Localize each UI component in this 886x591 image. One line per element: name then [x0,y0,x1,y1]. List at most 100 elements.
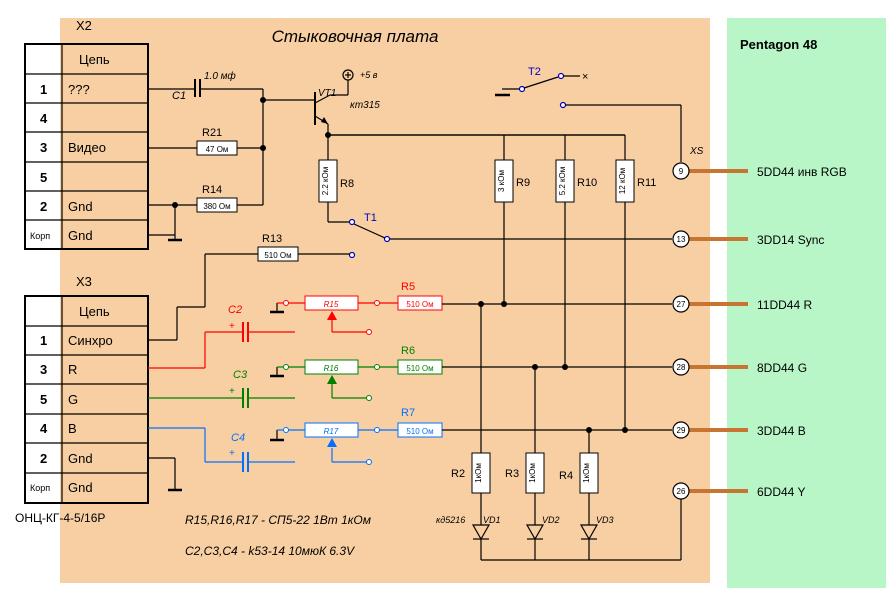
r8-label: R8 [340,178,354,190]
junction-dot [532,364,538,370]
x3-pin: 1 [40,333,47,348]
c2-plus: + [229,321,235,332]
r17-label: R17 [324,427,339,436]
junction-dot [586,427,592,433]
pin-circle [672,162,690,180]
r2-label: R2 [451,468,465,480]
pad [283,427,289,433]
x3-header: Цепь [79,304,110,319]
r15-label: R15 [324,300,339,309]
x3-net: G [68,392,78,407]
t2-label: T2 [528,66,541,78]
r10-resistor [555,159,575,203]
pin-number: 27 [677,300,686,309]
connector-type: ОНЦ-КГ-4-5/16Р [15,511,105,525]
pad [366,459,372,465]
r3-label: R3 [505,468,519,480]
x2-title: X2 [76,18,92,33]
r2-resistor [471,452,491,494]
pin-circle [672,295,690,313]
r21-resistor [196,140,238,156]
r16-wiper [327,375,337,384]
x3-pin: 2 [40,451,47,466]
pentagon-signal: 5DD44 инв RGB [757,165,847,179]
pad [374,427,380,433]
pad [283,300,289,306]
pad [374,300,380,306]
pentagon-panel [727,18,886,588]
t2-open-mark: × [582,71,588,83]
r5-label: R5 [401,281,415,293]
x2-pin: 4 [40,111,48,126]
vd3-diode [579,524,599,541]
c2-label: C2 [228,304,242,316]
r4-label: R4 [559,470,573,482]
pin-number: 28 [677,363,686,372]
r21-value: 47 Ом [206,145,229,154]
junction-dot [260,97,266,103]
r13-value: 510 Ом [264,251,291,260]
r8-wiring [327,202,350,223]
pentagon-signal: 6DD44 Y [757,485,805,499]
r15-wiper [327,311,337,320]
x2-net: Gnd [68,199,93,214]
x3-net: Gnd [68,451,93,466]
r13-label: R13 [262,233,282,245]
r14-label: R14 [202,184,222,196]
x3-pin: 4 [40,421,48,436]
pin-circle [672,358,690,376]
c4-plus: + [229,448,235,459]
rgb-mix-wiring [503,135,626,430]
x3-pin: 5 [40,392,47,407]
pin-number: 26 [677,487,686,496]
panel-title: Pentagon 48 [740,37,817,52]
c1-label: C1 [172,90,186,102]
c3-label: C3 [233,369,248,381]
vd3-label: VD3 [596,515,614,525]
x2-header: Цепь [79,52,110,67]
green-channel-wiring [148,366,398,408]
r6-value: 510 Ом [406,364,433,373]
junction-dot [622,427,628,433]
vd2-diode [525,524,545,541]
r11-value: 12 кОм [618,168,627,194]
pad [374,364,380,370]
junction-dot [478,301,484,307]
r9-value: 3 кОм [497,170,506,192]
sync-wiring [148,253,350,341]
r3-resistor [525,452,545,494]
vt1-label: VT1 [318,88,336,99]
xs-label: XS [689,146,704,157]
r4-value: 1кОм [582,463,591,483]
pin-number: 9 [679,167,684,176]
output-bus [328,134,682,561]
x2-net: Gnd [68,228,93,243]
vt1-transistor [314,69,625,160]
r9-resistor [494,159,514,203]
x2-wiring [148,79,315,242]
r16-pot [304,359,359,375]
r7-value: 510 Ом [406,427,433,436]
red-channel-wiring [148,302,398,369]
x3-gnd-wiring [148,457,182,492]
junction-dot [172,202,178,208]
r5-resistor [397,295,443,311]
r21-label: R21 [202,127,222,139]
c1-value: 1.0 мф [204,70,236,82]
r11-label: R11 [637,177,656,189]
x3-net: Синхро [68,333,113,348]
pad [366,329,372,335]
r10-value: 5.2 кОм [558,167,567,196]
pentagon-signal: 11DD44 R [757,298,812,312]
c3-plus: + [229,386,235,397]
vd-type: кд5216 [436,515,465,525]
r2-value: 1кОм [474,463,483,483]
x2-table [24,43,149,250]
pin-circle [672,230,690,248]
r9-label: R9 [516,177,530,189]
x3-net: R [68,362,77,377]
r11-resistor [615,159,635,203]
r7-label: R7 [401,407,415,419]
r14-resistor [196,197,238,213]
r4-resistor [579,452,599,494]
